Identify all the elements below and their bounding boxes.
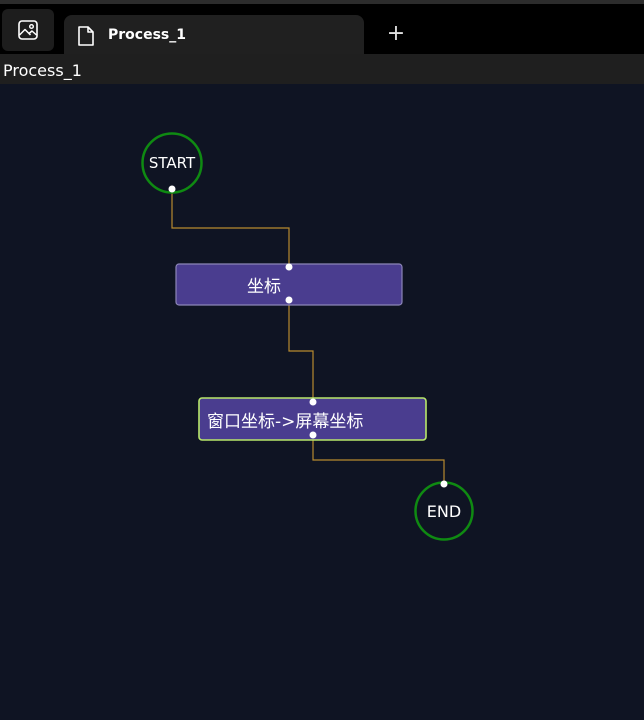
flow-diagram: START 坐标 窗口坐标->屏幕坐标 END xyxy=(141,132,474,541)
edge-window-to-screen-to-end[interactable] xyxy=(312,435,445,484)
end-node[interactable]: END xyxy=(414,480,474,541)
start-node[interactable]: START xyxy=(141,132,203,194)
page-title: Process_1 xyxy=(3,61,82,80)
app-menu-button[interactable] xyxy=(2,9,54,51)
tab-bar: Process_1 + xyxy=(0,4,644,58)
window-to-screen-node[interactable]: 窗口坐标->屏幕坐标 xyxy=(198,397,427,441)
end-input-port[interactable] xyxy=(440,480,448,488)
coord-input-port[interactable] xyxy=(285,263,293,271)
tab-label: Process_1 xyxy=(108,27,186,43)
window-to-screen-input-port[interactable] xyxy=(309,398,317,406)
edge-start-to-coord[interactable] xyxy=(171,189,290,267)
start-node-label: START xyxy=(149,154,196,172)
window-to-screen-output-port[interactable] xyxy=(309,431,317,439)
image-icon xyxy=(18,20,38,40)
window-top-border xyxy=(0,0,644,4)
document-title-bar: Process_1 xyxy=(0,54,644,84)
flow-canvas[interactable]: START 坐标 窗口坐标->屏幕坐标 END xyxy=(0,84,644,720)
new-tab-button[interactable]: + xyxy=(386,21,406,46)
window-to-screen-node-label: 窗口坐标->屏幕坐标 xyxy=(207,412,363,432)
edge-coord-to-window-to-screen[interactable] xyxy=(288,300,314,402)
coord-node-label: 坐标 xyxy=(247,277,281,297)
coord-output-port[interactable] xyxy=(285,296,293,304)
coord-node[interactable]: 坐标 xyxy=(175,263,403,306)
document-icon xyxy=(78,26,94,46)
tab-process-1[interactable]: Process_1 xyxy=(64,15,364,58)
end-node-label: END xyxy=(427,502,461,521)
start-output-port[interactable] xyxy=(168,185,176,193)
